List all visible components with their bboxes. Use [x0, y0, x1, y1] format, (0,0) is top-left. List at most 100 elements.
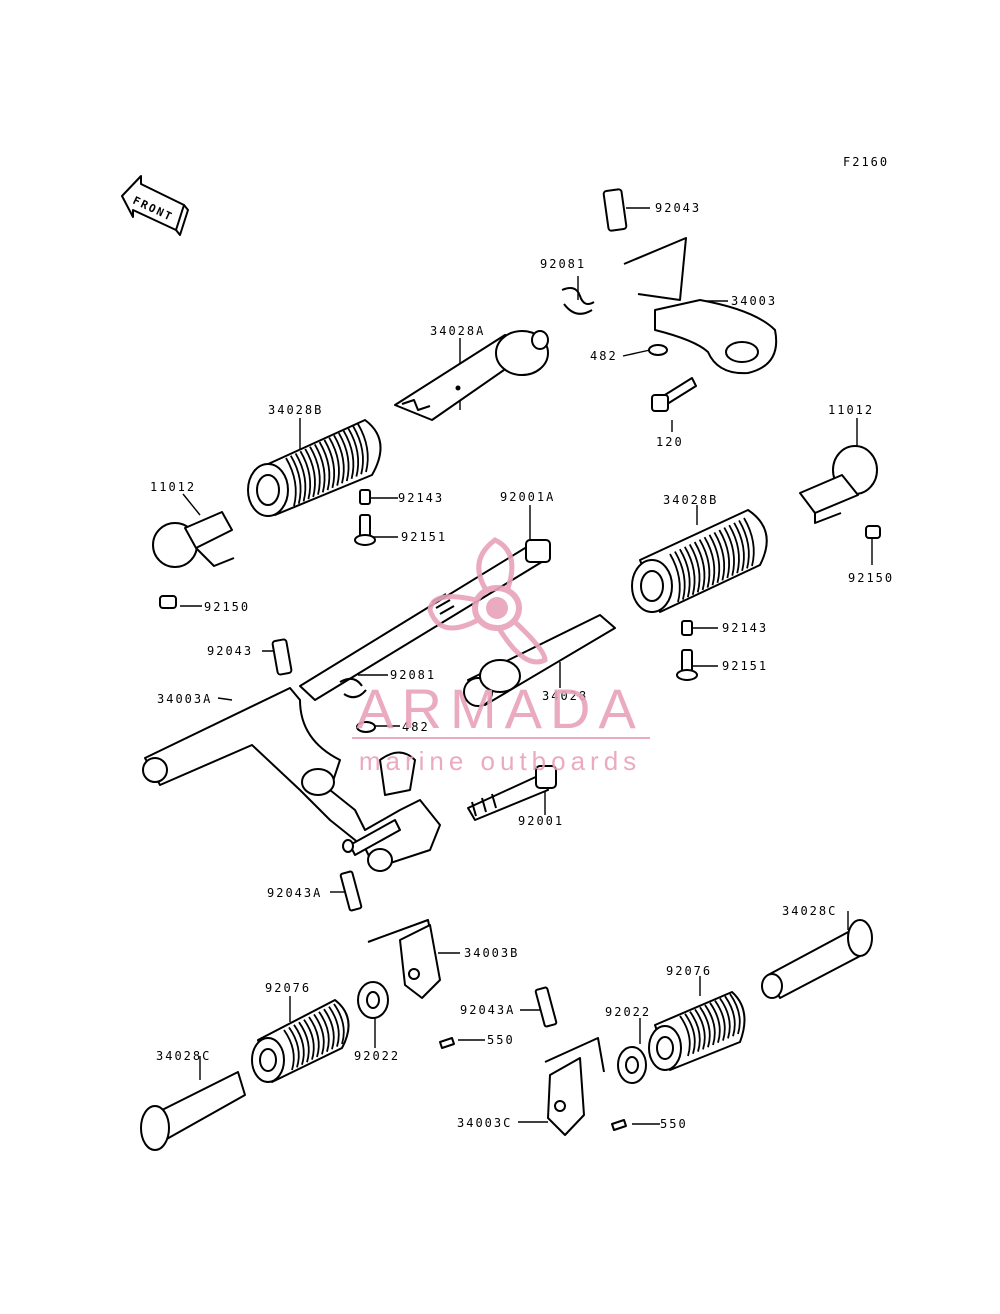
part-label-12: 34028B: [663, 493, 718, 507]
part-label-26: 92076: [666, 964, 712, 978]
washer-92022-right: [617, 1046, 647, 1084]
grip-rib: [309, 446, 321, 495]
part-label-10: 92001A: [500, 490, 555, 504]
rubber-92076-left: [251, 999, 350, 1083]
part-number-labels: 92043 92081 34003 34028A 482 120 34028B 11012 92…: [150, 201, 892, 1131]
bolts-92143-92151-right: [676, 620, 698, 681]
grip-rib: [688, 543, 701, 593]
grip-rib: [669, 553, 681, 603]
part-label-16: 92151: [722, 659, 768, 673]
propeller-logo-icon: [427, 537, 548, 665]
grip-rib: [328, 437, 340, 486]
part-label-32: 34003C: [457, 1116, 512, 1130]
part-label-4: 482: [590, 349, 618, 363]
grip-rib: [718, 529, 730, 579]
grip-rib: [723, 527, 735, 576]
part-label-3: 34028A: [430, 324, 485, 338]
grip-rib: [318, 441, 331, 491]
part-label-18: 92081: [390, 668, 436, 682]
part-label-19: 34028: [542, 689, 588, 703]
part-label-7: 11012: [150, 480, 196, 494]
grip-rib: [288, 1026, 300, 1068]
part-label-23: 92043A: [267, 886, 322, 900]
grip-rib: [709, 1002, 721, 1044]
grip-rib: [290, 455, 302, 504]
grip-rib: [679, 1015, 691, 1057]
part-label-9: 92151: [401, 530, 447, 544]
rubber-footpeg-34028B-right: [631, 509, 768, 613]
footrest-bar-34028A: [394, 330, 549, 421]
grip-rib: [738, 519, 750, 569]
part-label-28: 550: [487, 1033, 515, 1047]
part-label-15: 92143: [722, 621, 768, 635]
part-label-17: 92043: [207, 644, 253, 658]
main-bracket-34003A: [142, 638, 441, 872]
grip-rib: [724, 995, 736, 1037]
part-label-29: 92043A: [460, 1003, 515, 1017]
grip-rib: [679, 548, 691, 598]
grip-rib: [304, 448, 316, 498]
grip-rib: [357, 423, 369, 473]
grip-rib: [303, 1019, 315, 1060]
grip-rib: [323, 439, 336, 489]
grip-rib: [743, 517, 755, 567]
part-label-25: 34028C: [782, 904, 837, 918]
grip-rib: [313, 1013, 325, 1055]
footrest-34028C-right: [761, 919, 873, 999]
grip-rib: [294, 453, 307, 502]
front-arrow-icon: FRONT: [121, 175, 189, 236]
part-label-30: 92022: [354, 1049, 400, 1063]
part-label-24: 34003B: [464, 946, 519, 960]
grip-rib: [314, 443, 326, 493]
grip-rib: [285, 457, 297, 507]
part-label-34: 34028C: [156, 1049, 211, 1063]
part-label-8: 92143: [398, 491, 444, 505]
grip-rib: [333, 434, 345, 484]
grip-rib: [704, 1004, 716, 1046]
grip-rib: [352, 425, 364, 475]
grip-rib: [703, 536, 716, 586]
footpeg-bracket-11012-right: [799, 445, 881, 539]
grip-rib: [298, 1021, 310, 1063]
washer-92022-left: [357, 981, 389, 1019]
part-label-1: 92081: [540, 257, 586, 271]
grip-rib: [308, 1016, 320, 1058]
grip-rib: [698, 539, 711, 588]
grip-rib: [338, 432, 350, 482]
grip-rib: [318, 1011, 330, 1053]
part-label-20: 34003A: [157, 692, 212, 706]
bracket-34003C: [534, 986, 627, 1136]
rubber-footpeg-34028B-left: [247, 419, 382, 517]
pivot-bolt-92001: [467, 765, 557, 821]
grip-rib: [699, 1006, 711, 1048]
part-label-33: 550: [660, 1117, 688, 1131]
grip-rib: [328, 1006, 340, 1047]
grip-rib: [299, 450, 312, 500]
part-label-31: 92076: [265, 981, 311, 995]
grip-rib: [708, 534, 721, 584]
grip-rib: [684, 546, 696, 596]
grip-rib: [733, 522, 745, 572]
grip-rib: [694, 1008, 706, 1050]
grip-rib: [323, 1008, 335, 1050]
part-label-13: 11012: [828, 403, 874, 417]
part-label-5: 120: [656, 435, 684, 449]
grip-rib: [333, 1003, 345, 1045]
grip-rib: [674, 551, 686, 600]
grip-rib: [283, 1029, 295, 1071]
part-label-22: 92001: [518, 814, 564, 828]
part-label-6: 34028B: [268, 403, 323, 417]
grip-rib: [729, 993, 741, 1035]
grip-rib: [293, 1024, 305, 1066]
part-label-0: 92043: [655, 201, 701, 215]
footrest-34028C-left: [140, 1071, 246, 1151]
watermark-brand: ARMADA: [356, 677, 644, 740]
part-label-11: 92150: [204, 600, 250, 614]
grip-rib: [693, 541, 706, 591]
figure-code: F2160: [843, 155, 889, 169]
brake-pedal-34003: [561, 188, 778, 412]
watermark-tagline: marine outboards: [359, 746, 641, 776]
footpeg-bracket-11012-left: [152, 511, 235, 609]
part-label-2: 34003: [731, 294, 777, 308]
